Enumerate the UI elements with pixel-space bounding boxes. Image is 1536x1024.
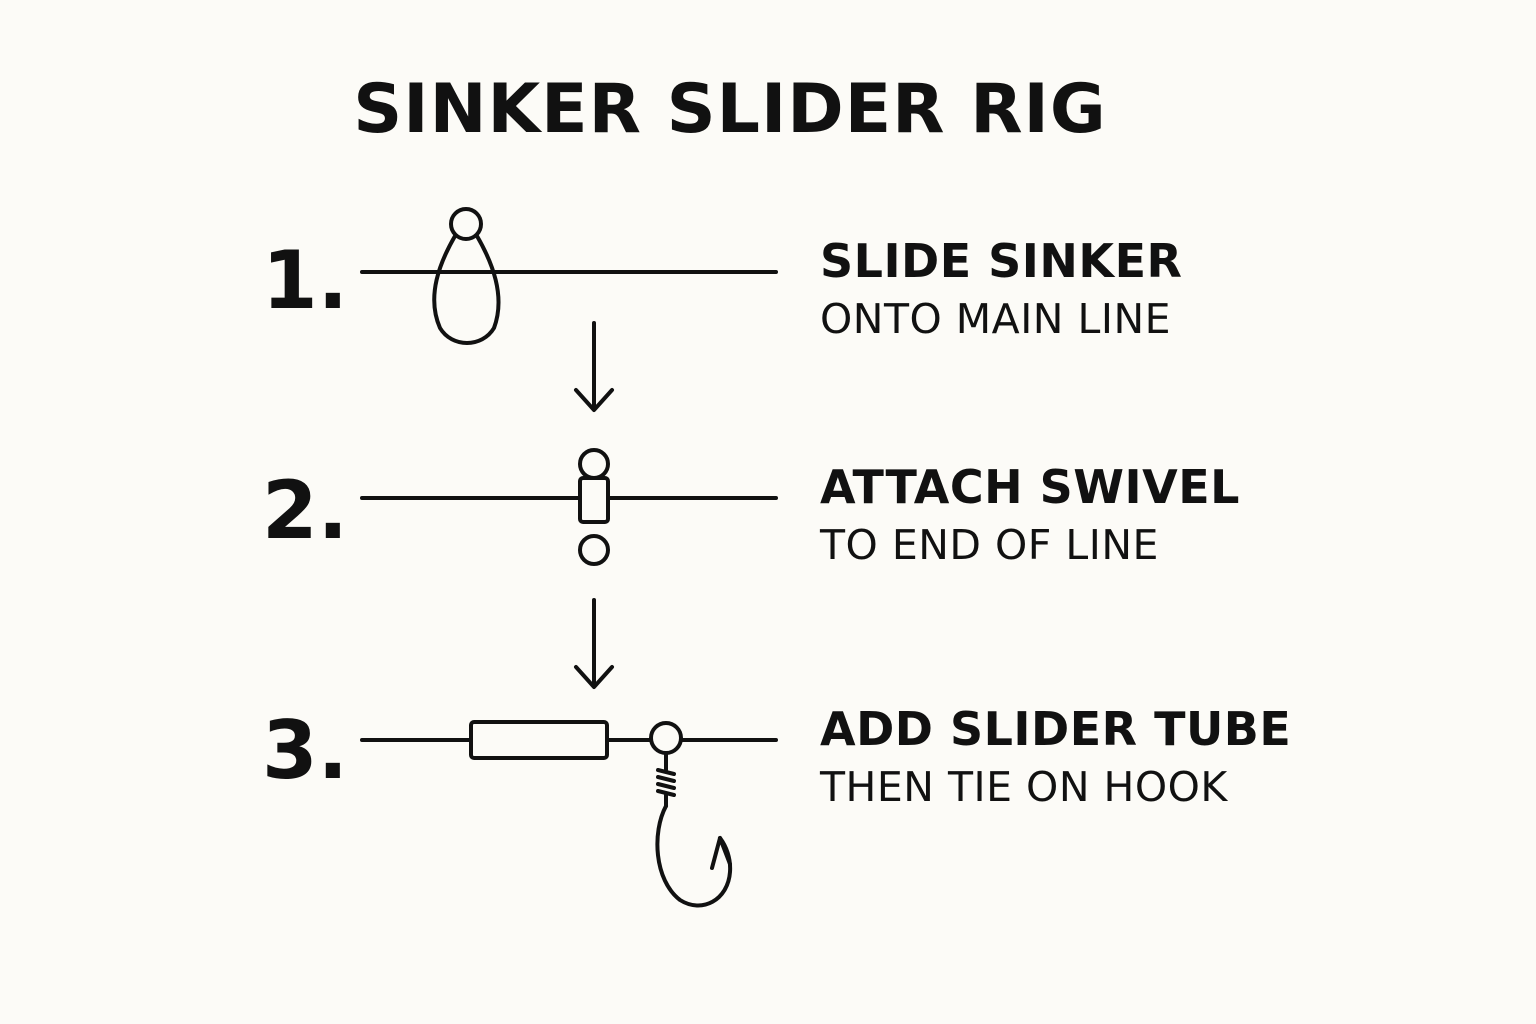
step-2-caption: ATTACH SWIVEL TO END OF LINE: [820, 458, 1240, 574]
step-2-heading: ATTACH SWIVEL: [820, 460, 1240, 514]
step-1-subtext: ONTO MAIN LINE: [820, 295, 1172, 343]
hook-icon: [649, 721, 733, 908]
step-2-subtext: TO END OF LINE: [820, 521, 1159, 569]
arrow-down-icon: [574, 321, 614, 412]
step-3-number: 3.: [262, 704, 349, 797]
step-3-heading: ADD SLIDER TUBE: [820, 702, 1292, 756]
step-3-illustration: [360, 720, 778, 908]
arrow-down-icon: [574, 598, 614, 689]
sinker-icon: [432, 207, 501, 345]
swivel-icon: [578, 448, 610, 566]
step-2-number: 2.: [262, 464, 349, 557]
diagram-title: SINKER SLIDER RIG: [353, 70, 1107, 149]
step-2-illustration: [360, 448, 778, 566]
step-1-illustration: [360, 207, 778, 345]
step-1-caption: SLIDE SINKER ONTO MAIN LINE: [820, 232, 1182, 348]
slider-tube-icon: [469, 720, 609, 760]
step-3-subtext: THEN TIE ON HOOK: [820, 763, 1228, 811]
step-3-caption: ADD SLIDER TUBE THEN TIE ON HOOK: [820, 700, 1291, 816]
step-1-number: 1.: [262, 234, 349, 327]
step-1-heading: SLIDE SINKER: [820, 234, 1183, 288]
